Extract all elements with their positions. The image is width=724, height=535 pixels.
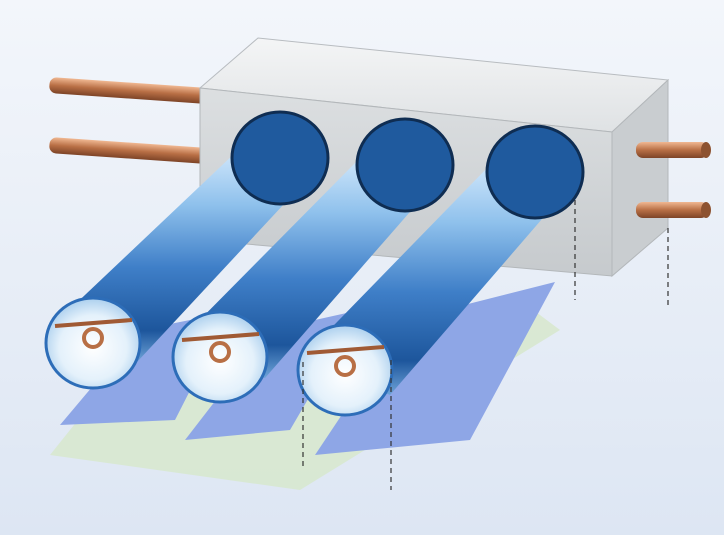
right-pipe-lower-end [701, 202, 711, 218]
tube-2-opening [173, 312, 267, 402]
tube-3-opening [298, 325, 392, 415]
tube-1-opening [46, 298, 140, 388]
tube-3-socket [487, 126, 583, 218]
tube-1-socket [232, 112, 328, 204]
tube-2-socket [357, 119, 453, 211]
right-pipe-upper-end [701, 142, 711, 158]
right-pipe-lower [636, 202, 708, 218]
right-pipe-upper [636, 142, 708, 158]
